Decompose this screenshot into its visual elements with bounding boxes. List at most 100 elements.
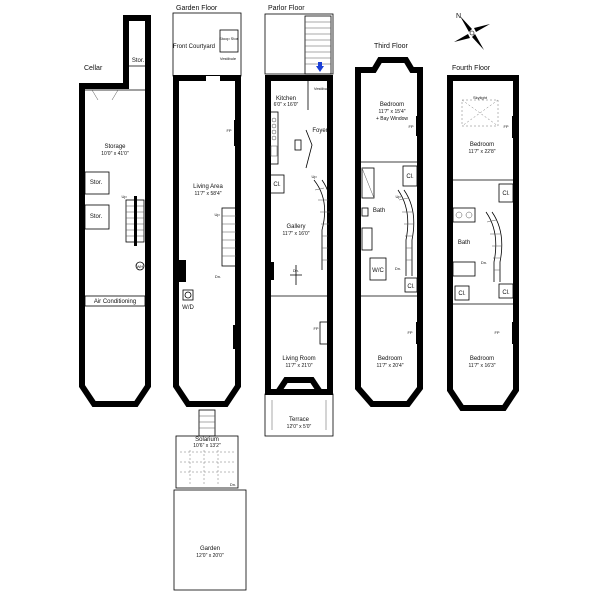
parlor-vestibule-label: Vestibule — [314, 86, 331, 91]
garden-entry-door — [206, 76, 220, 81]
parlor-fireplace — [319, 321, 329, 345]
third-bath-fixtures — [361, 167, 375, 251]
water-heater-symbol — [135, 261, 145, 271]
parlor-bay — [275, 377, 323, 394]
fourth-bath-label: Bath — [458, 240, 470, 246]
cellar-door-swing — [91, 89, 119, 101]
third-floor-outline — [355, 57, 423, 407]
fourth-fp2-label: FP — [494, 330, 499, 335]
third-bath-label: Bath — [373, 208, 385, 214]
solarium-area — [175, 435, 239, 489]
entry-arrow — [316, 66, 324, 72]
kitchen-island — [294, 139, 302, 151]
fourth-fireplace-1 — [512, 116, 515, 138]
cellar-outline — [79, 15, 151, 407]
fourth-cl1-label: Cl. — [502, 191, 510, 197]
garden-floor-outline — [173, 75, 241, 407]
third-bedroom-1-label: Bedroom — [380, 102, 404, 108]
compass-rose-icon: N — [454, 13, 490, 50]
garden-area — [173, 489, 247, 591]
air-conditioning-box — [84, 295, 146, 307]
living-room-dim: 11'7" x 21'0" — [285, 363, 312, 369]
fourth-bedroom-2-label: Bedroom — [470, 356, 494, 362]
third-stairs — [397, 189, 415, 276]
skylight-diag-1 — [461, 99, 499, 127]
kitchen-counter — [269, 111, 279, 165]
third-cl2-label: Cl. — [407, 284, 415, 290]
garden-vestibule-label: Vestibule — [220, 56, 237, 61]
parlor-stoop-area — [264, 13, 334, 75]
garden-up-label: Up — [214, 212, 220, 217]
garden-fp-label: FP — [226, 128, 231, 133]
cellar-stor-top-label: Stor. — [132, 58, 145, 64]
fourth-floor-title: Fourth Floor — [452, 65, 491, 72]
parlor-curved-stairs — [313, 179, 332, 270]
cellar-up-label: Up — [121, 194, 127, 199]
skylight-label: Skylight — [473, 95, 488, 100]
garden-dn-label: Dn. — [215, 274, 221, 279]
cellar-storage-dim: 10'0" x 41'0" — [101, 151, 129, 157]
third-floor-title: Third Floor — [374, 43, 409, 50]
fourth-fp1-label: FP — [503, 124, 508, 129]
cellar-stor-1-box — [84, 171, 110, 195]
terrace-rail — [271, 400, 327, 430]
fourth-floor-plan: Fourth Floor Skylight FP Bedroom 11'7" x… — [447, 65, 519, 411]
cellar-storage-label: Storage — [104, 144, 126, 150]
parlor-floor-title: Parlor Floor — [268, 5, 305, 12]
third-floor-plan: Third Floor Bedroom 11'7" x 15'4" + Bay … — [355, 43, 423, 407]
parlor-floor-outline — [265, 75, 333, 395]
third-fp2-label: FP — [407, 330, 412, 335]
garden-chimney-block — [176, 260, 186, 282]
washer-dryer-box — [182, 289, 194, 301]
fourth-cl2-label: Cl. — [458, 291, 466, 297]
fourth-floor-outline — [447, 75, 519, 411]
fourth-bedroom-1-dim: 11'7" x 22'8" — [468, 149, 495, 155]
parlor-fp-label: FP — [313, 326, 318, 331]
air-conditioning-label: Air Conditioning — [94, 299, 136, 305]
wd-label: W/D — [182, 305, 194, 311]
cellar-stor-1-label: Stor. — [90, 180, 103, 186]
living-room-label: Living Room — [282, 356, 315, 362]
cellar-wh-label: WH — [137, 264, 144, 269]
garden-label: Garden — [200, 546, 220, 552]
fourth-closet-1-box — [498, 183, 514, 203]
fourth-dn-label: Dn. — [481, 260, 487, 265]
cellar-stor-2-label: Stor. — [90, 214, 103, 220]
third-fireplace-1 — [416, 116, 419, 136]
compass-north-label: N — [456, 13, 461, 20]
third-fp1-label: FP — [408, 124, 413, 129]
parlor-floor-plan: Parlor Floor Vestibule Kitchen 6'0" x 16… — [264, 5, 334, 437]
skylight-diag-2 — [461, 99, 499, 127]
parlor-stair-down — [290, 265, 302, 285]
fourth-closet-2-box — [454, 285, 470, 301]
parlor-cl-label: Cl. — [273, 182, 281, 188]
third-bedroom-1-note: + Bay Window — [376, 116, 408, 122]
foyer-label: Foyer — [312, 128, 327, 134]
parlor-column — [270, 262, 274, 280]
garden-rear-wall-block — [233, 325, 239, 349]
kitchen-dim: 6'0" x 16'0" — [274, 102, 299, 108]
third-cl1-label: Cl. — [406, 174, 414, 180]
terrace-dim: 12'0" x 5'0" — [287, 424, 312, 430]
skylight-box — [461, 99, 499, 127]
third-wic-label: W/C — [372, 268, 384, 274]
terrace-area — [264, 393, 334, 437]
third-up-label: Up — [395, 194, 401, 199]
garden-floor-title: Garden Floor — [176, 5, 218, 12]
gallery-label: Gallery — [286, 224, 305, 230]
garden-dim: 12'0" x 20'0" — [196, 553, 224, 559]
garden-dn2-label: Dn. — [230, 482, 236, 487]
fourth-closet-3-box — [498, 283, 514, 299]
parlor-dn-label: Dn. — [293, 268, 299, 273]
solarium-steps — [198, 409, 216, 437]
cellar-plan: Cellar Stor. Storage 10'0" x 41'0" Stor.… — [79, 15, 151, 407]
fourth-cl3-label: Cl. — [502, 290, 510, 296]
stoop-stor-label: Stoop Stor. — [219, 36, 239, 41]
cellar-stairs — [125, 196, 145, 246]
solarium-label: Solarium — [195, 437, 219, 443]
fourth-bath-fixtures — [452, 207, 476, 277]
kitchen-label: Kitchen — [276, 96, 296, 102]
stoop-storage-box — [219, 29, 239, 53]
cellar-title: Cellar — [84, 65, 103, 72]
